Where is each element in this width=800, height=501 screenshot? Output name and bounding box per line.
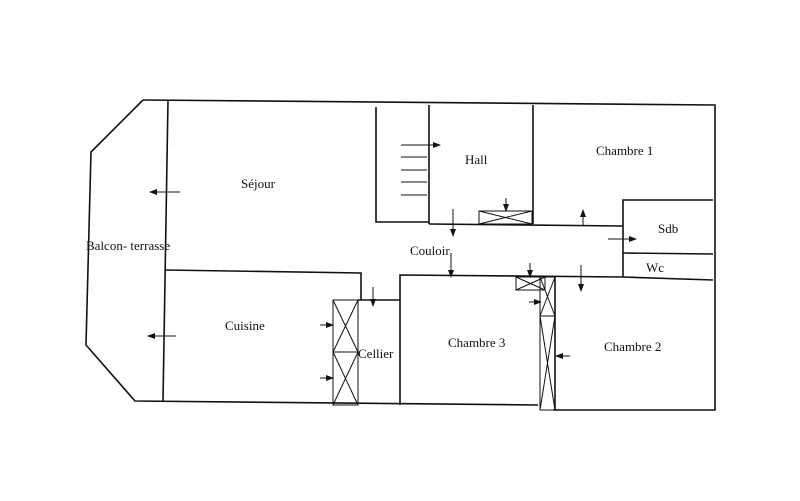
label-chambre1: Chambre 1 <box>596 143 653 158</box>
label-cellier: Cellier <box>358 346 394 361</box>
wall-sdb-wc <box>622 252 714 255</box>
wall-corridor-bottom <box>399 274 624 405</box>
label-chambre2: Chambre 2 <box>604 339 661 354</box>
wall-sejour-balcon <box>162 99 169 402</box>
room-labels: Séjour Hall Chambre 1 Sdb Couloir Wc Bal… <box>86 143 678 361</box>
wall-wc-bottom <box>622 276 714 281</box>
label-hall: Hall <box>465 152 488 167</box>
walls <box>85 99 716 411</box>
outer-wall-balcony <box>85 99 539 406</box>
wall-stairs <box>375 107 429 223</box>
label-sdb: Sdb <box>658 221 678 236</box>
outer-wall-top-right <box>142 99 716 411</box>
ducts <box>332 210 556 411</box>
wall-sdb-top <box>622 199 713 226</box>
wall-cuisine-top <box>164 269 362 300</box>
door-arrows <box>147 142 637 381</box>
label-couloir: Couloir <box>410 243 450 258</box>
label-wc: Wc <box>646 260 664 275</box>
wall-corridor-top <box>428 223 624 227</box>
stairs <box>401 156 427 196</box>
label-sejour: Séjour <box>241 176 276 191</box>
label-cuisine: Cuisine <box>225 318 265 333</box>
label-chambre3: Chambre 3 <box>448 335 505 350</box>
label-balcon-terrasse: Balcon- terrasse <box>86 238 170 253</box>
